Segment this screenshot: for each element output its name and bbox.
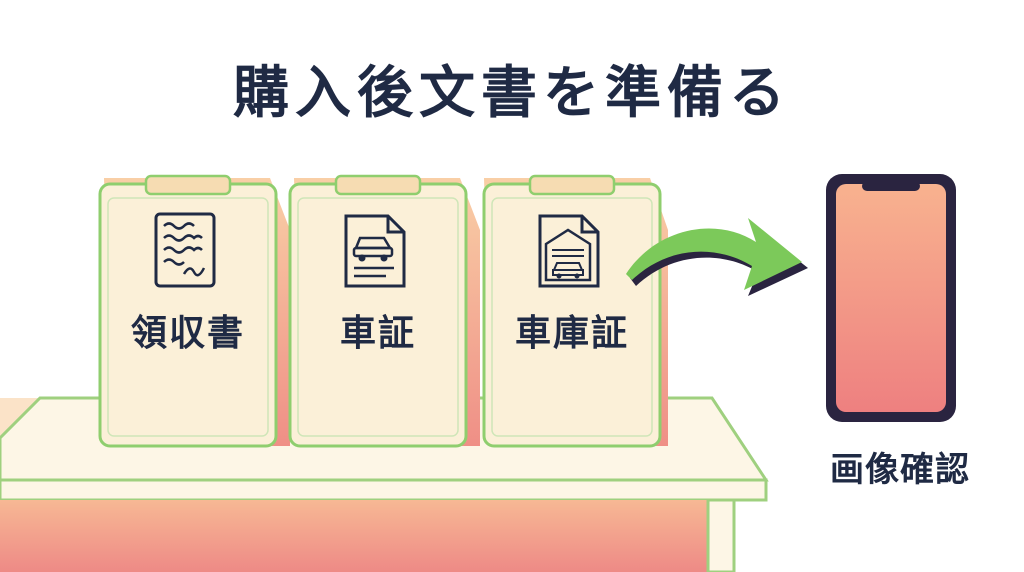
- document-label: 車証: [339, 313, 416, 354]
- phone-label: 画像確認: [830, 450, 970, 490]
- table-edge: [0, 478, 768, 502]
- car-document-icon: [344, 214, 406, 288]
- document-label: 車庫証: [514, 313, 629, 354]
- document-card-receipt: 領収書: [100, 176, 276, 448]
- document-card-vehicle-certificate: 車証: [290, 176, 466, 448]
- card-fronts: [98, 174, 662, 448]
- garage-document-icon: [538, 214, 600, 288]
- page-title: 購入後文書を準備る: [233, 61, 791, 126]
- document-label: 領収書: [130, 313, 245, 354]
- curved-arrow-icon: [626, 218, 808, 296]
- table-leg: [706, 498, 736, 572]
- document-card-garage-certificate: 車庫証: [484, 176, 660, 448]
- smartphone-icon: [826, 174, 956, 422]
- receipt-icon: [154, 212, 216, 288]
- table-front: [0, 500, 708, 572]
